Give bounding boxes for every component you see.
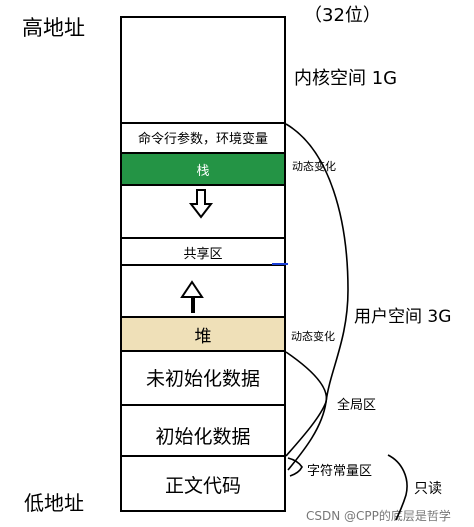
- global-area-label: 全局区: [337, 398, 377, 413]
- segment-bss: 未初始化数据: [145, 368, 260, 390]
- divider-data: [120, 455, 286, 457]
- high-address-label: 高地址: [22, 16, 85, 40]
- divider-heap-bottom: [120, 350, 286, 352]
- divider-heap-top: [120, 316, 286, 318]
- string-const-label: 字符常量区: [307, 464, 373, 479]
- segment-shared: 共享区: [183, 247, 223, 262]
- segment-heap: 堆: [194, 327, 212, 347]
- segment-text: 正文代码: [164, 475, 241, 497]
- read-only-label: 只读: [414, 481, 442, 497]
- user-space-brace: [285, 123, 349, 471]
- divider-bss: [120, 404, 286, 406]
- segment-stack: 栈: [196, 164, 210, 179]
- bitness-note: （32位）: [304, 5, 381, 26]
- string-const-brace: [287, 457, 303, 477]
- divider-kernel: [120, 122, 286, 124]
- divider-shared-top: [120, 237, 286, 239]
- heap-dynamic-label: 动态变化: [291, 330, 335, 343]
- segment-data: 初始化数据: [155, 426, 251, 448]
- low-address-label: 低地址: [24, 491, 84, 515]
- stack-segment-fill: [122, 153, 284, 184]
- divider-args: [120, 152, 286, 154]
- watermark: CSDN @CPP的底层是哲学: [306, 509, 451, 523]
- divider-stack: [120, 184, 286, 186]
- heap-grow-up-arrow-icon: [180, 280, 204, 313]
- kernel-space-label: 内核空间 1G: [294, 68, 398, 89]
- read-only-brace: [387, 454, 408, 521]
- user-space-label: 用户空间 3G: [354, 307, 452, 327]
- global-area-brace: [285, 351, 328, 457]
- segment-args-env: 命令行参数，环境变量: [137, 132, 268, 147]
- divider-shared-bottom: [120, 264, 286, 266]
- heap-segment-fill: [122, 317, 284, 350]
- stack-grow-down-arrow-icon: [188, 189, 214, 219]
